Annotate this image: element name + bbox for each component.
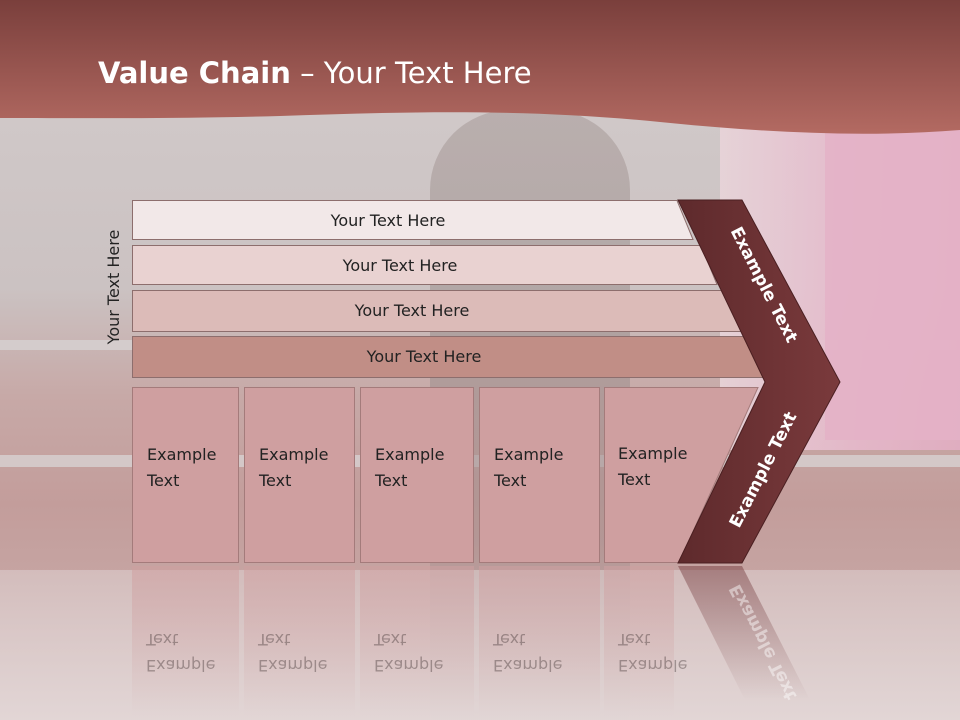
bar-row-1: Your Text Here (132, 200, 694, 240)
side-label: Your Text Here (104, 229, 123, 345)
header-wave-shape (0, 0, 960, 134)
bar-row-2: Your Text Here (132, 245, 718, 285)
bar-row-label: Your Text Here (330, 210, 446, 230)
bar-row-label: Your Text Here (342, 255, 458, 275)
header-band: Value Chain – Your Text Here (0, 0, 960, 150)
bar-row-4: Your Text Here (132, 336, 766, 378)
slide-title: Value Chain – Your Text Here (98, 56, 532, 90)
bar-row-3: Your Text Here (132, 290, 742, 332)
background-shopping-bag (825, 120, 960, 440)
bar-row-label: Your Text Here (354, 300, 470, 320)
bar-row-label: Your Text Here (366, 346, 482, 366)
